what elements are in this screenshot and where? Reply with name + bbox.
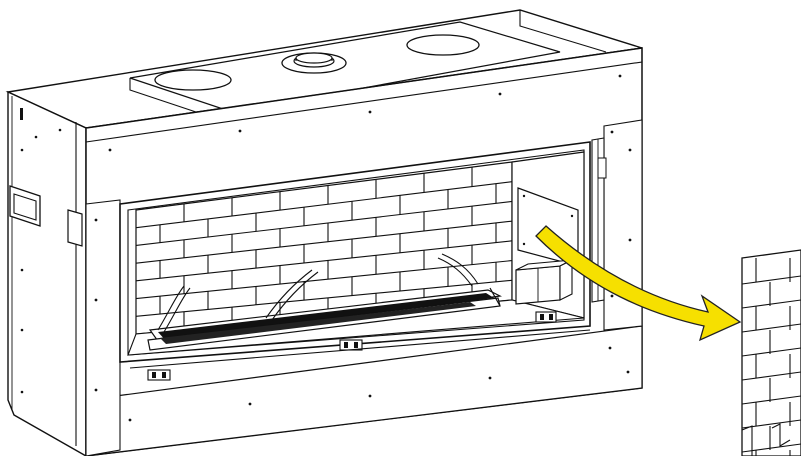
panel-course-line <box>742 395 801 405</box>
left-side-bracket <box>67 209 83 247</box>
left-side-panel <box>7 90 87 456</box>
burner-assembly <box>147 287 502 351</box>
front-top-lip <box>85 47 643 143</box>
vent-collar-center <box>281 52 347 74</box>
brick-course-line <box>136 260 512 300</box>
unit-top <box>5 9 643 129</box>
top-rear-lip <box>519 10 607 53</box>
panel-course-line <box>742 275 801 285</box>
panel-course-line <box>742 323 801 333</box>
frame-screws <box>94 74 632 422</box>
left-side-handle <box>9 185 41 227</box>
valve-box <box>515 259 573 305</box>
brick-course-line <box>136 279 512 317</box>
panel-course-line <box>742 299 801 309</box>
panel-course-line <box>742 347 801 357</box>
removal-arrow <box>535 225 742 342</box>
removed-brick-panel <box>741 249 801 456</box>
vent-collar-right <box>406 34 480 56</box>
brick-course-line <box>136 181 512 229</box>
brick-back-wall <box>136 162 512 334</box>
left-frame-flange <box>85 199 121 456</box>
burner-tubes <box>157 253 479 333</box>
panel-course-line <box>742 371 801 381</box>
unit-left-side <box>7 90 87 456</box>
brick-course-line <box>136 220 512 264</box>
right-side-bracket <box>591 137 607 303</box>
vent-collar-left <box>154 69 232 91</box>
brick-course-line <box>136 240 512 282</box>
firebox-inner-edge <box>127 149 585 356</box>
brick-course-line <box>136 200 512 246</box>
